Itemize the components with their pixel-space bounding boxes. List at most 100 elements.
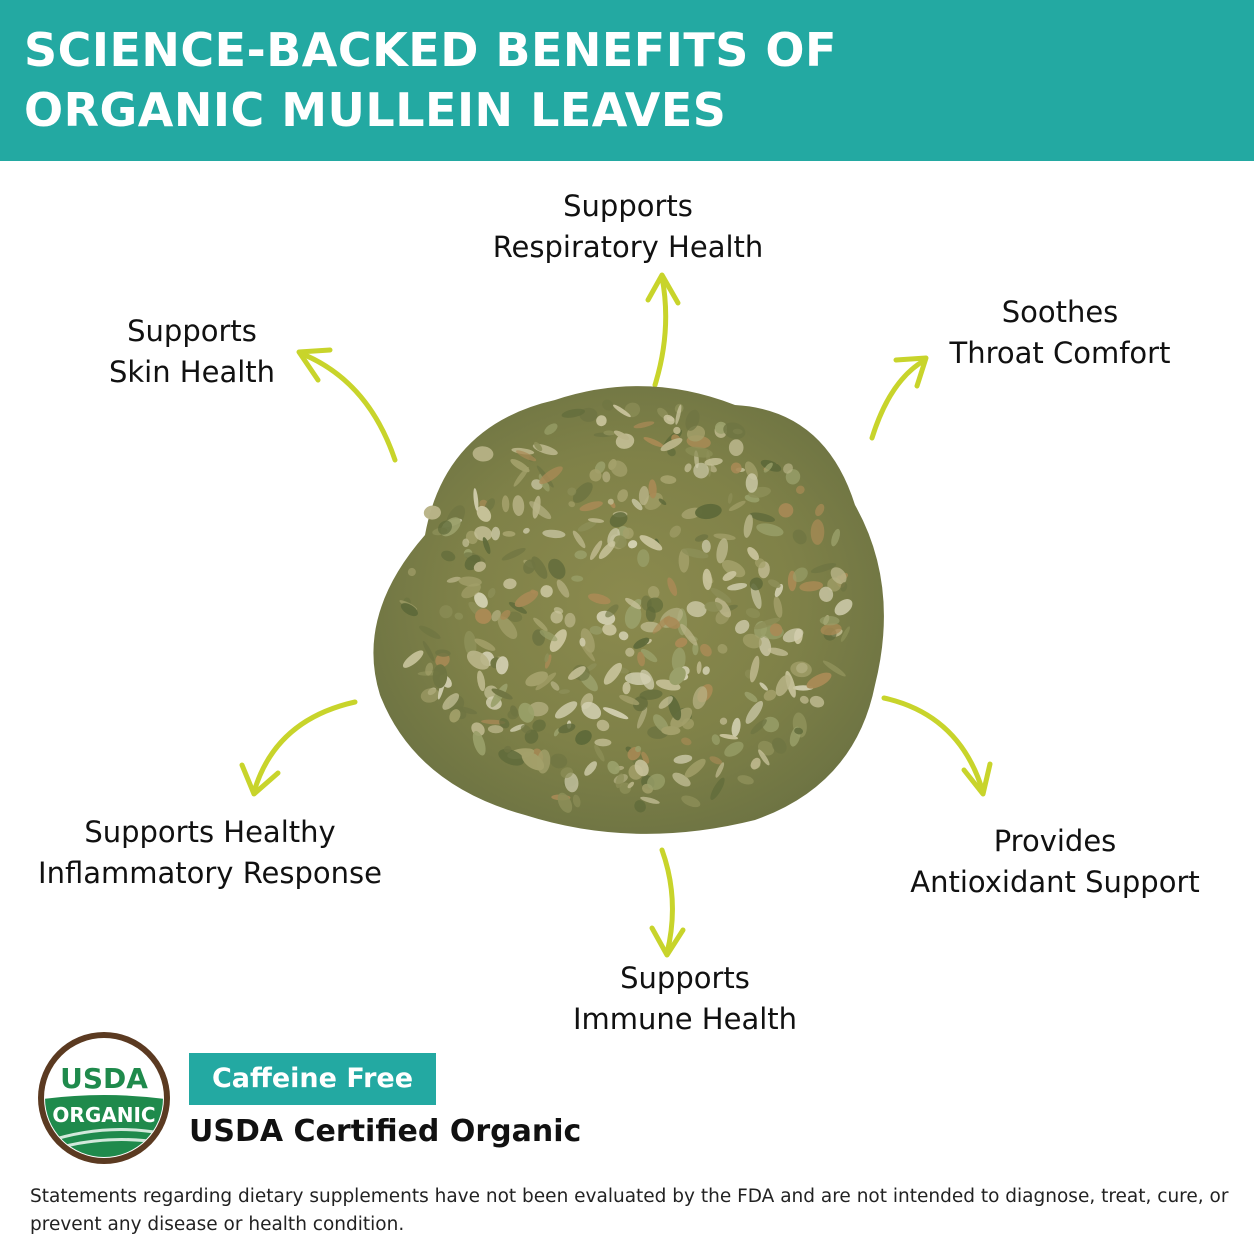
leaf-flake [535,672,557,691]
leaf-flake [589,469,602,482]
leaf-flake [769,623,783,637]
leaf-flake [819,615,840,626]
leaf-flake [579,637,586,647]
leaf-flake [523,559,536,574]
leaf-flake [497,616,518,639]
benefit-line: Antioxidant Support [910,865,1200,899]
leaf-flake [792,567,808,583]
leaf-flake [518,702,535,723]
benefit-line: Supports [563,189,693,223]
leaf-flake [834,599,853,616]
leaf-flake [695,503,722,520]
leaf-flake [420,688,440,703]
leaf-flake [508,601,527,614]
leaf-flake [516,450,537,462]
benefit-skin-health: Supports Skin Health [92,311,292,393]
leaf-flake [500,609,511,620]
leaf-flake [475,608,492,624]
leaf-flake [617,489,628,502]
leaf-flake [714,597,732,618]
leaf-flake [539,630,558,642]
leaf-flake [686,601,707,618]
usda-organic-seal-icon: USDA ORGANIC [38,1032,170,1164]
leaf-flake [571,575,584,582]
leaf-flake [660,438,683,452]
leaf-flake [568,501,576,508]
leaf-flake [728,500,746,512]
leaf-flake [702,568,712,591]
leaf-flake [501,547,526,561]
leaf-flake [772,737,787,754]
leaf-flake [425,662,433,676]
leaf-flake [702,666,710,675]
leaf-flake [719,717,728,725]
leaf-flake [669,667,686,686]
leaf-flake [799,695,809,704]
leaf-flake [449,709,461,723]
leaf-flake [685,409,700,431]
leaf-flake [514,590,539,608]
leaf-flake [462,538,470,548]
leaf-flake [750,719,767,735]
leaf-flake [669,525,682,538]
leaf-flake [809,695,825,708]
leaf-flake [778,503,794,518]
leaf-flake [737,775,754,785]
arrow-down-icon [659,847,675,956]
leaf-flake [503,578,517,590]
arrow-down-head-icon [649,925,686,958]
leaf-flake [684,758,706,778]
leaf-flake [717,643,728,654]
leaf-flake [525,671,549,687]
leaf-flake [652,615,671,634]
leaf-flake [581,701,602,720]
leaf-flake [754,558,766,569]
leaf-flake [673,754,693,764]
leaf-flake [531,556,548,579]
leaf-flake [742,633,762,649]
leaf-flake [520,724,532,734]
page-title: SCIENCE-BACKED BENEFITS OF ORGANIC MULLE… [24,20,837,140]
leaf-flake [501,495,510,513]
leaf-flake [589,625,603,635]
leaf-flake [627,540,638,549]
leaf-flake [666,416,675,422]
leaf-flake [756,523,784,537]
leaf-flake [435,649,451,657]
leaf-flake [763,689,777,701]
leaf-flake [670,707,693,729]
leaf-flake [639,689,663,700]
benefit-line: Supports Healthy [84,815,336,849]
leaf-flake [758,749,770,766]
arrow-up-head-icon [645,272,681,306]
leaf-flake [507,611,523,622]
leaf-flake [632,696,648,712]
leaf-flake [572,794,581,808]
leaf-flake [542,529,566,539]
leaf-flake [544,654,552,669]
leaf-flake [640,796,660,804]
leaf-flake [439,605,453,619]
arrow-down-right-head-icon [961,761,993,797]
leaf-flake [747,547,759,561]
arrow-up-right-head-icon [893,355,929,389]
leaf-flake [693,462,709,479]
leaf-flake [609,512,628,528]
leaf-flake [624,672,651,686]
leaf-flake [533,617,548,632]
leaf-flake [544,423,558,435]
leaf-flake [550,610,563,624]
leaf-flake [645,606,656,622]
leaf-flake [482,537,491,555]
leaf-flake [792,529,807,545]
leaf-flakes [399,399,853,813]
leaf-flake [806,672,832,689]
leaf-flake [819,586,834,602]
leaf-flake [474,526,492,542]
leaf-flake [594,744,605,762]
leaf-flake [711,734,720,745]
leaf-flake [660,475,677,484]
leaf-flake [558,689,570,694]
leaf-flake [710,777,725,800]
leaf-flake [675,404,682,425]
